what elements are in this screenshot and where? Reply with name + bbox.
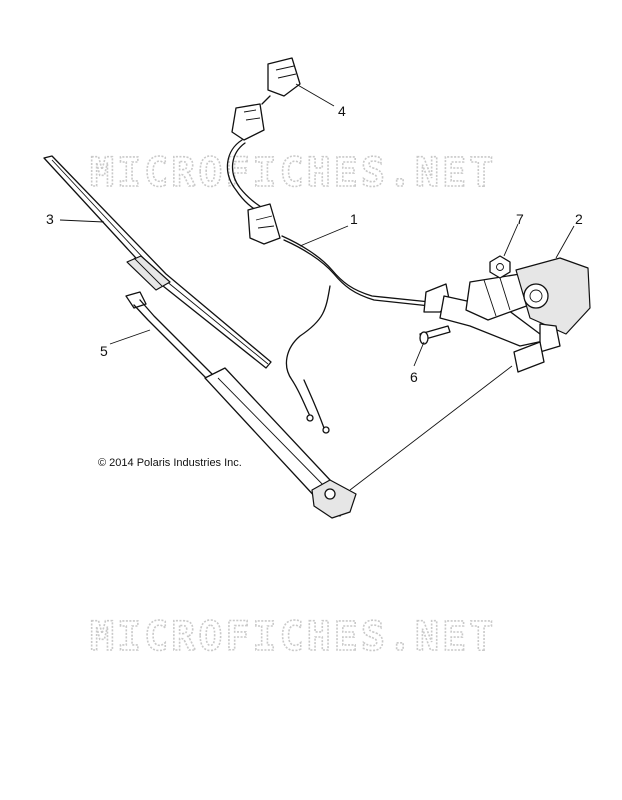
wiper-motor: [439, 257, 591, 373]
screw: [419, 325, 451, 345]
callout-2: 2: [575, 211, 583, 227]
leader-lines: [59, 83, 575, 491]
callout-6: 6: [410, 369, 418, 385]
callout-5: 5: [100, 343, 108, 359]
watermark-top: MICROFICHES.NET: [90, 150, 496, 196]
nut: [489, 255, 511, 279]
wiper-arm: [125, 291, 357, 519]
callout-1: 1: [350, 211, 358, 227]
watermark-bottom: MICROFICHES.NET: [90, 614, 496, 660]
wiper-blade: [43, 155, 272, 369]
copyright-notice: © 2014 Polaris Industries Inc.: [98, 457, 242, 469]
wire-harness: [226, 139, 451, 434]
callout-4: 4: [338, 103, 346, 119]
callout-7: 7: [516, 211, 524, 227]
connector-assembly: [231, 57, 301, 245]
callout-3: 3: [46, 211, 54, 227]
